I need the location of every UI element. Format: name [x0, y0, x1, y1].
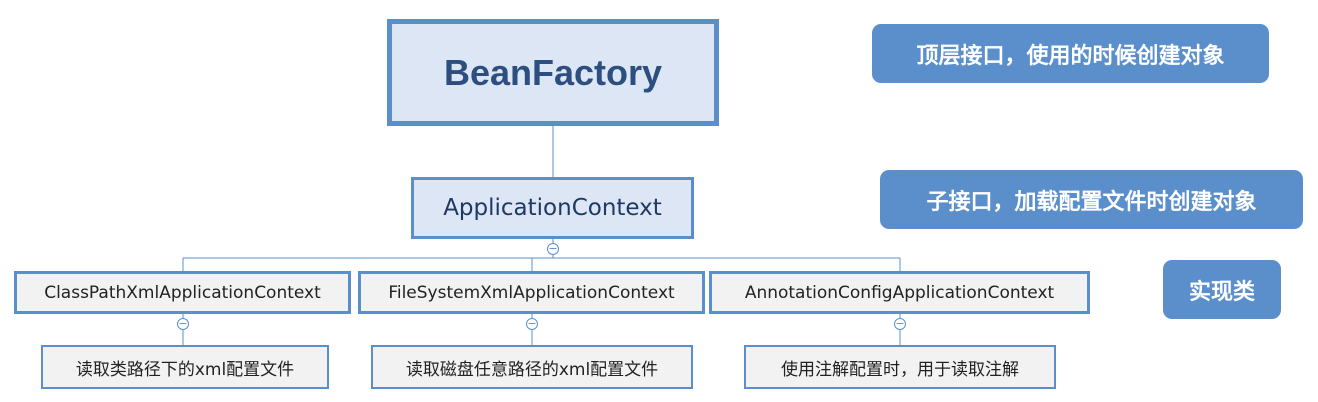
- sub-interface-annotation: 子接口，加载配置文件时创建对象: [880, 170, 1303, 229]
- implementation-label: ClassPathXmlApplicationContext: [44, 282, 321, 303]
- annotation-text: 顶层接口，使用的时候创建对象: [916, 43, 1225, 69]
- filesystem-xml-context-node[interactable]: FileSystemXmlApplicationContext: [358, 271, 705, 314]
- implementation-class-annotation: 实现类: [1163, 260, 1281, 319]
- filesystem-description-node[interactable]: 读取磁盘任意路径的xml配置文件: [371, 345, 693, 389]
- classpath-description-node[interactable]: 读取类路径下的xml配置文件: [41, 345, 329, 389]
- description-label: 读取磁盘任意路径的xml配置文件: [405, 359, 659, 380]
- collapse-toggle-icon[interactable]: −: [526, 317, 538, 330]
- description-label: 使用注解配置时，用于读取注解: [781, 359, 1019, 380]
- beanfactory-label: BeanFactory: [443, 51, 663, 93]
- beanfactory-node[interactable]: BeanFactory: [387, 19, 719, 126]
- annotation-description-node[interactable]: 使用注解配置时，用于读取注解: [744, 345, 1056, 389]
- description-label: 读取类路径下的xml配置文件: [75, 359, 295, 380]
- annotation-text: 实现类: [1188, 279, 1255, 305]
- classpath-xml-context-node[interactable]: ClassPathXmlApplicationContext: [14, 271, 351, 314]
- collapse-toggle-icon[interactable]: −: [547, 242, 559, 255]
- annotation-text: 子接口，加载配置文件时创建对象: [926, 189, 1257, 215]
- implementation-label: FileSystemXmlApplicationContext: [388, 282, 675, 303]
- implementation-label: AnnotationConfigApplicationContext: [744, 282, 1055, 303]
- collapse-toggle-icon[interactable]: −: [177, 317, 189, 330]
- applicationcontext-label: ApplicationContext: [443, 195, 662, 221]
- top-interface-annotation: 顶层接口，使用的时候创建对象: [872, 24, 1269, 83]
- applicationcontext-node[interactable]: ApplicationContext: [411, 177, 694, 239]
- collapse-toggle-icon[interactable]: −: [894, 317, 906, 330]
- annotation-config-context-node[interactable]: AnnotationConfigApplicationContext: [709, 271, 1090, 314]
